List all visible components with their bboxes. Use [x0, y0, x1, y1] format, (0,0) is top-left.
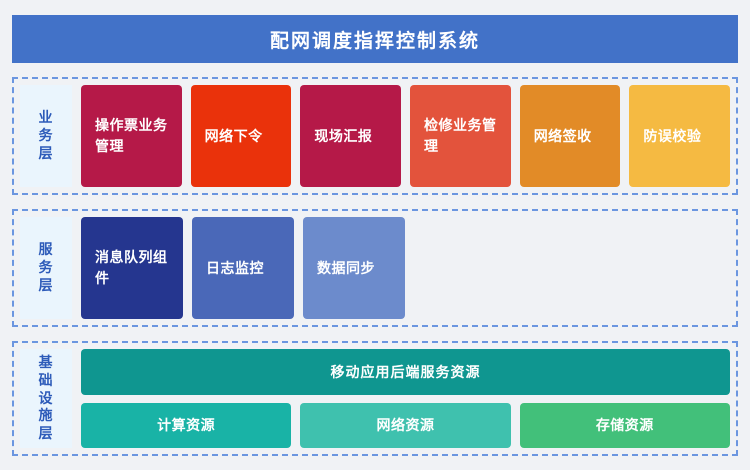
infrastructure-card-row: 计算资源 网络资源 存储资源 [81, 402, 730, 448]
card-network-order[interactable]: 网络下令 [190, 85, 292, 187]
layer-label-service: 服 务 层 [20, 217, 72, 319]
layer-label-char: 基 [38, 353, 54, 370]
layer-service: 服 务 层 消息队列组件 日志监控 数据同步 [12, 209, 738, 327]
layer-label-char: 务 [38, 259, 54, 276]
layer-label-char: 服 [38, 241, 54, 258]
layer-label-char: 础 [38, 371, 54, 388]
infrastructure-stack: 移动应用后端服务资源 计算资源 网络资源 存储资源 [81, 349, 730, 448]
layer-label-char: 务 [38, 127, 54, 144]
card-mobile-backend-service-resource[interactable]: 移动应用后端服务资源 [81, 349, 730, 395]
layer-label-char: 施 [38, 407, 54, 424]
card-error-prevention-check[interactable]: 防误校验 [629, 85, 731, 187]
card-operation-ticket[interactable]: 操作票业务管理 [81, 85, 182, 187]
card-compute-resource[interactable]: 计算资源 [81, 402, 292, 448]
layer-label-char: 层 [38, 425, 54, 442]
layer-label-business: 业 务 层 [20, 85, 72, 187]
service-row-spacer [414, 217, 730, 319]
card-storage-resource[interactable]: 存储资源 [519, 402, 730, 448]
page-title-banner: 配网调度指挥控制系统 [12, 15, 738, 63]
layer-infrastructure: 基 础 设 施 层 移动应用后端服务资源 计算资源 网络资源 存储资源 [12, 341, 738, 456]
card-network-signoff[interactable]: 网络签收 [519, 85, 621, 187]
service-card-row: 消息队列组件 日志监控 数据同步 [81, 217, 730, 319]
card-maintenance-business[interactable]: 检修业务管理 [410, 85, 511, 187]
layer-label-char: 层 [38, 144, 54, 161]
card-log-monitoring[interactable]: 日志监控 [192, 217, 294, 319]
layer-label-infrastructure: 基 础 设 施 层 [20, 349, 72, 448]
page-title: 配网调度指挥控制系统 [269, 30, 480, 52]
card-message-queue-component[interactable]: 消息队列组件 [81, 217, 183, 319]
card-onsite-report[interactable]: 现场汇报 [300, 85, 402, 187]
card-data-sync[interactable]: 数据同步 [303, 217, 405, 319]
business-card-row: 操作票业务管理 网络下令 现场汇报 检修业务管理 网络签收 防误校验 [81, 85, 731, 187]
layer-label-char: 设 [38, 389, 54, 406]
layer-business: 业 务 层 操作票业务管理 网络下令 现场汇报 检修业务管理 网络签收 防误校验 [12, 77, 738, 195]
card-network-resource[interactable]: 网络资源 [300, 402, 511, 448]
layer-label-char: 业 [38, 109, 54, 126]
layer-label-char: 层 [38, 276, 54, 293]
